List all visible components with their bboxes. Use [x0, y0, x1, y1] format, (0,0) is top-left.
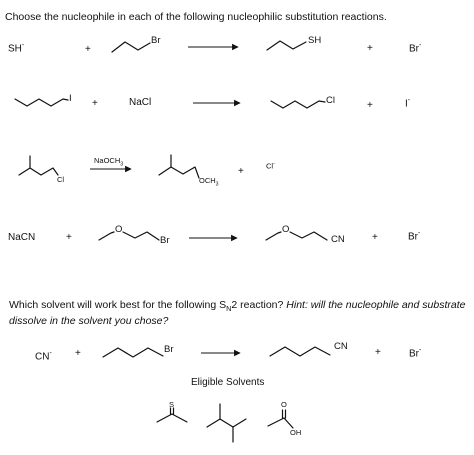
- reaction1-product-sh-label: SH: [308, 35, 322, 46]
- reaction5-plus-1: +: [75, 348, 81, 359]
- reaction5-plus-2: +: [375, 347, 381, 358]
- reaction4-product-bonds-a: [265, 231, 282, 241]
- reaction2-substrate-i-label: I: [69, 93, 72, 104]
- reaction3-substrate-bonds: [18, 167, 59, 176]
- reaction5-nucleophile: CN-: [35, 350, 52, 363]
- reaction5-substrate-bonds: [102, 347, 164, 358]
- solvent-1-s-label: S: [169, 400, 175, 409]
- reaction4-product-o-label: O: [282, 224, 290, 235]
- reaction3-plus-2: +: [238, 166, 244, 177]
- question-2-line-1: Which solvent will work best for the fol…: [9, 299, 466, 314]
- reaction1-nucleophile: SH-: [8, 42, 25, 55]
- reaction3-substrate-cl-label: Cl: [57, 175, 65, 184]
- reaction3-product-och3-label: OCH3: [199, 176, 219, 188]
- reaction3-reagent: NaOCH3: [94, 156, 124, 168]
- reaction2-substrate-bonds: [14, 98, 69, 107]
- solvent-1-structure: [156, 407, 188, 423]
- reaction3-product-bonds: [158, 166, 200, 179]
- solvent-2-structure: [206, 403, 247, 443]
- reaction3-leaving-group: Cl-: [266, 161, 275, 171]
- reaction5-substrate-br-label: Br: [164, 344, 174, 355]
- reaction4-product-bonds-b: [289, 231, 328, 241]
- reaction4-substrate-br-label: Br: [160, 235, 170, 246]
- reaction1-substrate-br-label: Br: [151, 35, 161, 46]
- question-2-line-2: dissolve in the solvent you chose?: [9, 315, 169, 327]
- eligible-solvents-title: Eligible Solvents: [191, 377, 265, 388]
- solvent-3-structure: [267, 409, 294, 429]
- reaction1-product-bonds: [266, 40, 307, 51]
- solvent-3-o-label: O: [281, 400, 287, 409]
- reaction2-nucleophile: NaCl: [129, 97, 152, 108]
- reaction2-product-cl-label: Cl: [326, 95, 335, 106]
- reaction1-leaving-group: Br-: [409, 42, 422, 55]
- solvent-3-oh-label: OH: [290, 428, 302, 437]
- reaction4-leaving-group: Br-: [408, 230, 421, 243]
- reaction2-plus-1: +: [92, 98, 98, 109]
- reaction4-substrate-o-label: O: [115, 224, 123, 235]
- question-1-text: Choose the nucleophile in each of the fo…: [5, 11, 387, 23]
- reaction4-plus-1: +: [66, 232, 72, 243]
- reaction4-product-cn-label: CN: [331, 234, 345, 245]
- reaction2-product-bonds: [270, 100, 326, 109]
- reaction1-plus-2: +: [367, 43, 373, 54]
- reaction5-product-bonds: [269, 346, 331, 357]
- reaction4-substrate-bonds-b: [122, 231, 160, 241]
- reaction5-product-cn-label: CN: [334, 341, 348, 352]
- reaction4-nucleophile: NaCN: [8, 232, 36, 243]
- reaction1-plus-1: +: [85, 44, 91, 55]
- reaction1-substrate-bonds: [111, 41, 151, 53]
- reaction2-plus-2: +: [367, 100, 373, 111]
- reaction4-plus-2: +: [372, 232, 378, 243]
- reaction2-leaving-group: I-: [405, 97, 411, 110]
- reaction4-substrate-bonds-a: [98, 231, 115, 241]
- reaction5-leaving-group: Br-: [409, 347, 422, 360]
